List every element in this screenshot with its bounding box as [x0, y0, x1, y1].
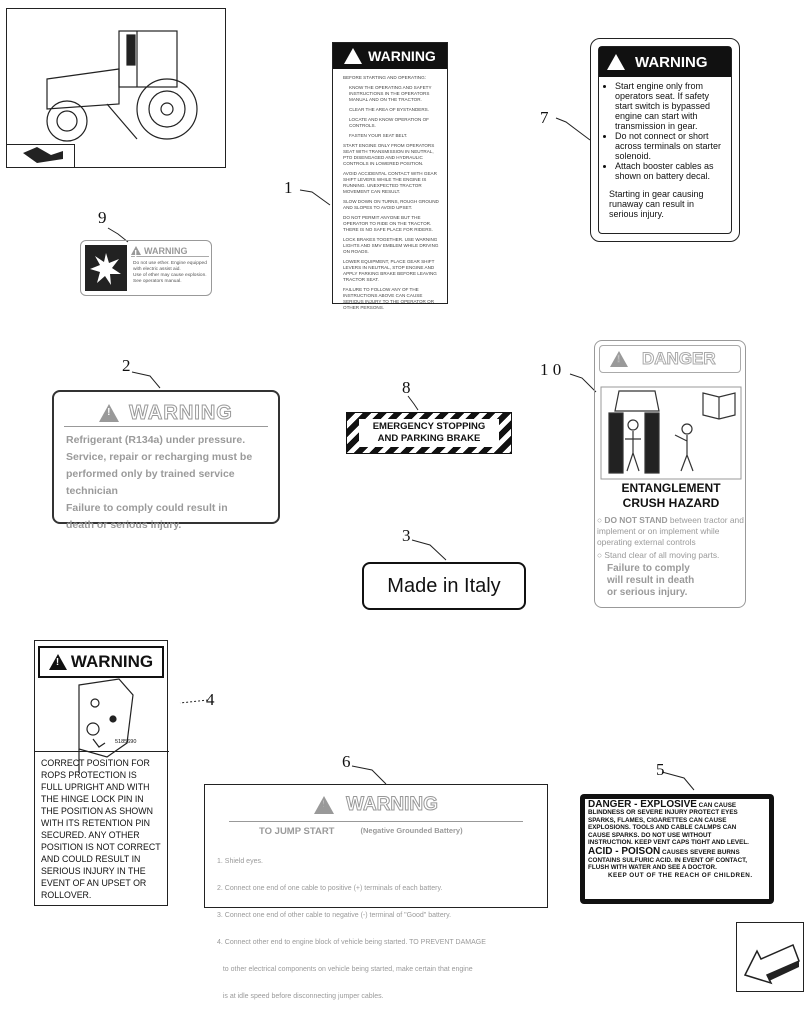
label-7-header: WARNING — [599, 47, 731, 77]
label-1-line: BEFORE STARTING AND OPERATING: — [343, 75, 426, 80]
label-10-danger-entanglement: DANGER ENTANGLEMENT CRUSH HAZARD ○ DO NO… — [594, 340, 746, 608]
label-2-warning-refrigerant: WARNING Refrigerant (R134a) under pressu… — [52, 390, 280, 531]
warning-triangle-icon — [610, 351, 628, 367]
label-6-warning-jump-start: WARNING TO JUMP START (Negative Grounded… — [204, 784, 548, 1000]
label-5-battery-danger: DANGER - EXPLOSIVE CAN CAUSE BLINDNESS O… — [580, 794, 774, 904]
warning-triangle-icon — [314, 796, 335, 814]
callout-8: 8 — [402, 378, 411, 397]
label-9-header: WARNING — [144, 245, 188, 256]
label-4-text: CORRECT POSITION FOR ROPS PROTECTION IS … — [41, 758, 161, 900]
label-5-text: DANGER - EXPLOSIVE CAN CAUSE BLINDNESS O… — [585, 799, 769, 899]
label-1-line: FAILURE TO FOLLOW ANY OF THE INSTRUCTION… — [343, 287, 435, 310]
callout-2: 2 — [122, 356, 131, 375]
warning-triangle-icon — [607, 54, 625, 70]
label-1-line: CLEAR THE AREA OF BYSTANDERS. — [349, 107, 429, 112]
label-6-header: WARNING — [205, 793, 547, 817]
warning-triangle-icon — [131, 246, 141, 260]
label-1-line: SLOW DOWN ON TURNS, ROUGH GROUND AND SLO… — [343, 199, 439, 210]
label-7-bullets: Start engine only from operators seat. I… — [599, 81, 731, 181]
callout-5: 5 — [656, 760, 665, 779]
arrow-left-icon — [743, 943, 800, 985]
callout-9: 9 — [98, 208, 107, 227]
label-4-header: WARNING — [38, 646, 164, 678]
label-1-text: BEFORE STARTING AND OPERATING: KNOW THE O… — [333, 69, 447, 311]
label-9-warning-ether: WARNING Do not use ether. Engine equippe… — [80, 240, 212, 296]
rops-hinge-pictogram — [78, 678, 134, 773]
label-4-warning-rops: WARNING 5185690 CORRECT POSITION FOR ROP… — [34, 640, 169, 906]
label-3-made-in-italy: Made in Italy — [362, 562, 526, 610]
label-4-code: 5185690 — [115, 739, 137, 745]
label-1-line: START ENGINE ONLY FROM OPERATORS SEAT WI… — [343, 143, 435, 166]
label-10-title-1: ENTANGLEMENT — [621, 481, 721, 495]
callout-3: 3 — [402, 526, 411, 545]
tractor-thumbnail — [6, 8, 226, 168]
entanglement-pictogram — [600, 386, 742, 480]
label-8-line-1: EMERGENCY STOPPING — [372, 421, 486, 432]
label-10-title-2: CRUSH HAZARD — [622, 496, 720, 510]
label-1-line: DO NOT PERMIT ANYONE BUT THE OPERATOR TO… — [343, 215, 433, 232]
label-6-text: 1. Shield eyes. 2. Connect one end of on… — [217, 858, 486, 1000]
callout-1: 1 — [284, 178, 293, 197]
label-10-header: DANGER — [599, 345, 741, 373]
label-3-text: Made in Italy — [387, 574, 501, 597]
label-2-header: WARNING — [64, 400, 268, 427]
book-arrow-icon — [23, 147, 63, 163]
callout-4: 4 — [206, 690, 215, 709]
label-7-footer: Starting in gear causing runaway can res… — [609, 189, 704, 219]
label-2-text: Refrigerant (R134a) under pressure. Serv… — [66, 434, 253, 531]
label-9-text: Do not use ether. Engine equipped with e… — [133, 261, 207, 284]
label-1-line: LOCATE AND KNOW OPERATION OF CONTROLS. — [349, 117, 429, 128]
callout-7: 7 — [540, 108, 549, 127]
label-1-line: AVOID ACCIDENTAL CONTACT WITH GEAR SHIFT… — [343, 171, 437, 194]
explosion-icon — [85, 245, 127, 291]
label-8-line-2: AND PARKING BRAKE — [377, 433, 481, 444]
warning-triangle-icon — [99, 404, 120, 422]
label-1-line: FASTEN YOUR SEAT BELT. — [349, 133, 408, 138]
label-8-emergency-brake: EMERGENCY STOPPING AND PARKING BRAKE — [346, 412, 512, 454]
label-7-warning-start: WARNING Start engine only from operators… — [590, 38, 740, 242]
next-page-arrow-box[interactable] — [736, 922, 804, 992]
label-1-line: LOWER EQUIPMENT, PLACE GEAR SHIFT LEVERS… — [343, 259, 437, 282]
label-1-line: LOCK BRAKES TOGETHER. USE WARNING LIGHTS… — [343, 237, 439, 254]
label-6-subheader: TO JUMP START (Negative Grounded Battery… — [259, 826, 463, 837]
callout-6: 6 — [342, 752, 351, 771]
callout-10: 1 0 — [540, 360, 562, 379]
label-1-warning-tractor: WARNING BEFORE STARTING AND OPERATING: KN… — [332, 42, 448, 310]
label-10-text: ○ DO NOT STAND between tractor and imple… — [597, 515, 744, 598]
warning-triangle-icon — [48, 654, 67, 670]
tractor-icon — [46, 30, 198, 142]
label-1-line: KNOW THE OPERATING AND SAFETY INSTRUCTIO… — [349, 85, 432, 102]
label-1-header: WARNING — [333, 43, 447, 69]
warning-triangle-icon — [344, 48, 363, 64]
